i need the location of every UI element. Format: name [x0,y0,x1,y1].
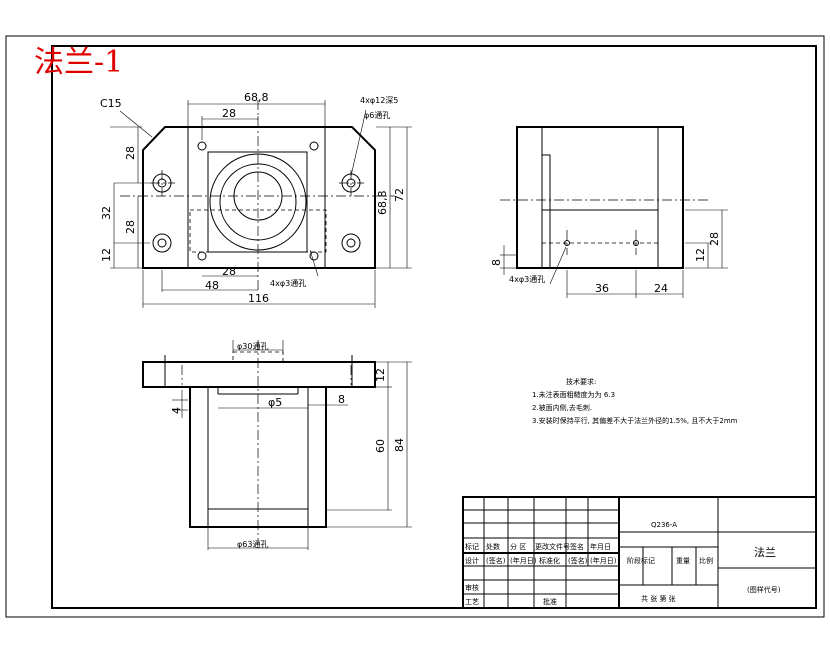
outer-frame [5,35,825,618]
tech-item-2: 2.被面内侧,去毛刺. [532,403,592,412]
drawing-code: (图样代号) [747,585,781,594]
dim-4: 4 [170,407,183,414]
side-dim-24: 24 [654,282,668,295]
process: 工艺 [465,598,479,606]
note-bottom-holes: 4xφ3通孔 [270,278,306,288]
bottom-view: φ30通孔 φ5 8 4 12 60 84 φ63通孔 [142,340,412,550]
title-block: Q236-A 法兰 (图样代号) 标记 处数 分 区 更改文件号 签名 年月日 … [462,496,817,609]
dim-right-outer: 72 [393,188,406,202]
note-phi30: φ30通孔 [237,341,268,351]
dim-left-upper: 28 [124,146,137,160]
side-dim-12: 12 [694,248,707,262]
flange-outline [142,126,376,269]
row-date-1: (年月日) [510,556,537,565]
hdr-count: 处数 [486,542,500,551]
hdr-mark: 标记 [465,542,479,551]
tech-item-1: 1.未注表面粗糙度为为 6.3 [532,390,615,399]
side-view: 28 12 8 36 24 4xφ3通孔 [490,126,728,298]
weight: 重量 [676,557,690,565]
mount-hole [341,233,361,253]
front-view: 68,8 28 C15 28 32 28 12 68,8 72 4xφ12深5 … [100,91,412,308]
dim-left-bottom: 12 [100,248,113,262]
dim-left-mid: 32 [100,206,113,220]
part-name: 法兰 [754,545,776,559]
approve: 批准 [543,597,557,606]
dim-top-width: 68,8 [244,91,269,104]
dim-total-width: 116 [248,292,269,305]
dim-phi5: φ5 [268,396,282,409]
inner-frame [51,45,817,609]
mount-hole [152,233,172,253]
side-dim-36: 36 [595,282,609,295]
boss-outline [207,151,308,253]
dim-bottom-spacing: 28 [222,265,236,278]
tech-heading: 技术要求: [566,377,596,386]
row-date-2: (年月日) [590,556,617,565]
side-dim-28: 28 [708,232,721,246]
row-design: 设计 [465,556,479,565]
dim-left-lower: 28 [124,220,137,234]
material: Q236-A [651,521,677,529]
side-note-holes: 4xφ3通孔 [509,274,545,284]
sheets: 共 张 第 张 [641,594,676,603]
dim-48: 48 [205,279,219,292]
dim-right-inner: 68,8 [376,191,389,216]
scale: 比例 [699,556,713,565]
dim-60: 60 [374,439,387,453]
row-standard: 标准化 [539,556,560,565]
note-phi63: φ63通孔 [237,539,268,549]
flange-plate [142,361,376,388]
row-sign-1: (签名) [486,556,506,565]
side-dim-8: 8 [490,259,503,266]
row-sign-2: (签名) [568,556,588,565]
review: 审核 [465,583,479,592]
dim-hole-spacing: 28 [222,107,236,120]
side-outline [516,126,684,269]
technical-requirements: 技术要求: 1.未注表面粗糙度为为 6.3 2.被面内侧,去毛刺. 3.安装时保… [532,377,738,425]
hdr-change: 更改文件号 [535,542,570,551]
hdr-date: 年月日 [590,542,611,551]
dim-84: 84 [393,438,406,452]
note-top-holes-2: φ6通孔 [364,110,390,120]
drawing-title: 法兰-1 [34,45,123,80]
hdr-zone: 分 区 [510,542,526,551]
dim-12: 12 [374,368,387,382]
note-top-holes: 4xφ12深5 [360,96,398,105]
dim-8: 8 [338,393,345,406]
chamfer-label: C15 [100,97,122,110]
tech-item-3: 3.安装时保持平行, 其偏差不大于法兰外径的1.5%, 且不大于2mm [532,416,738,425]
stage-mark: 阶段标记 [627,556,655,565]
hdr-sign: 签名 [570,542,584,551]
